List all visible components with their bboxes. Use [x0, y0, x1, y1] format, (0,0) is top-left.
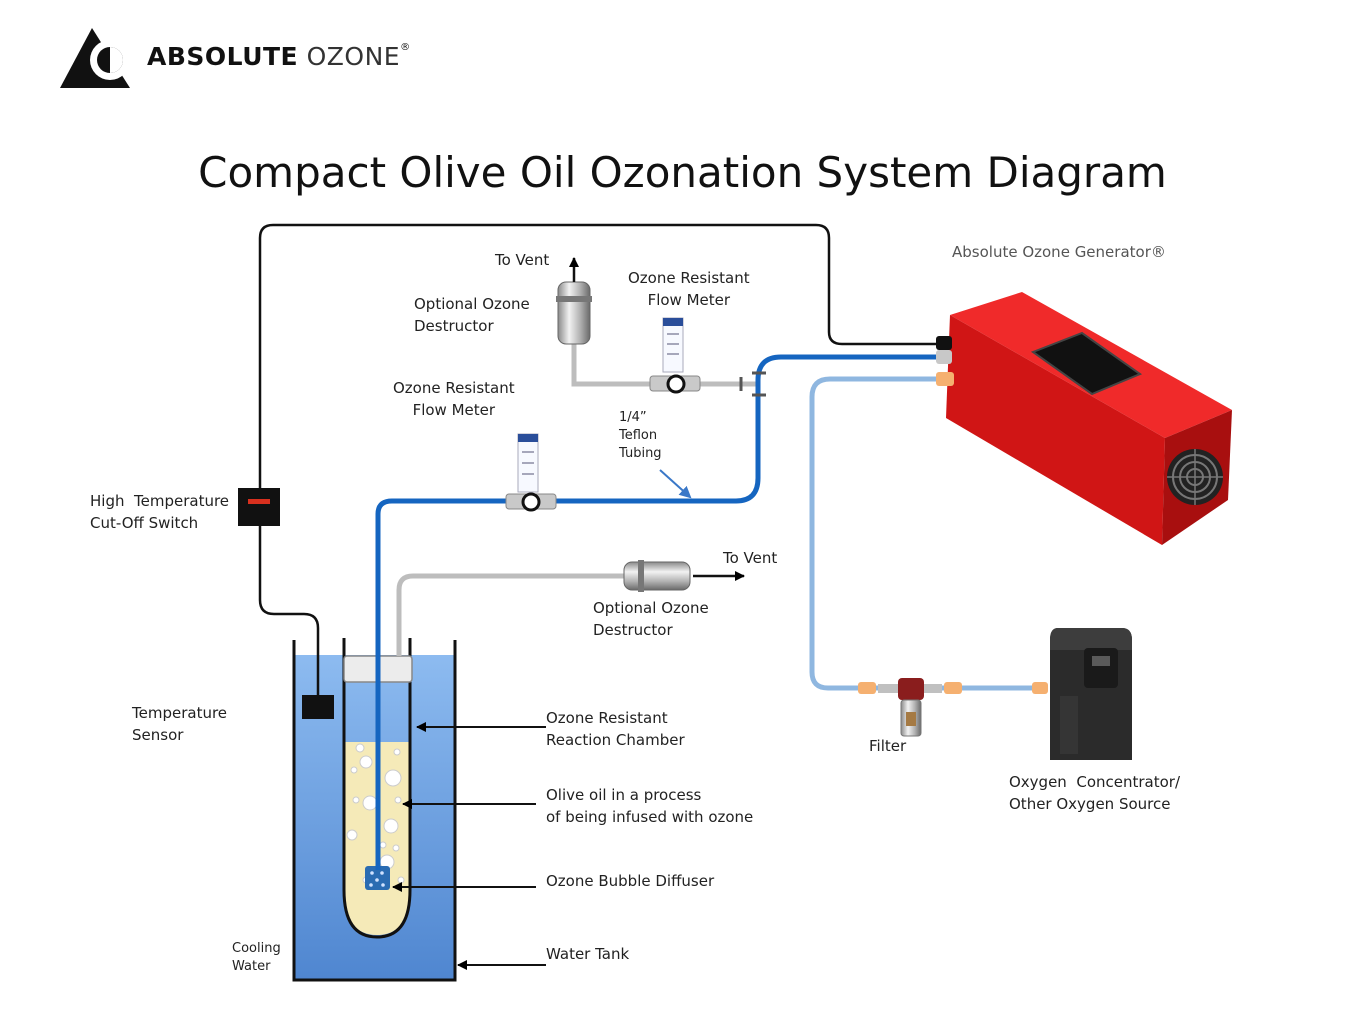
destructor-top-line1: Optional Ozone	[414, 295, 530, 313]
water-tank-label: Water Tank	[546, 945, 630, 963]
bubble-diffuser-icon	[365, 866, 390, 890]
ozone-line	[375, 354, 944, 870]
destructor-bottom-label: Optional Ozone Destructor	[593, 597, 709, 641]
temp-sensor-line1: Temperature	[132, 704, 228, 722]
flow-meter-top-line2: Flow Meter	[647, 291, 731, 309]
destructor-bottom-line1: Optional Ozone	[593, 599, 709, 617]
destructor-icon-lower	[623, 560, 745, 592]
cutoff-switch-line1: High Temperature	[90, 492, 230, 510]
cutoff-switch-label: High Temperature Cut-Off Switch	[90, 490, 229, 534]
tube-connector	[739, 371, 766, 397]
tubing-pointer	[659, 469, 692, 499]
reaction-chamber-label: Ozone Resistant Reaction Chamber	[546, 707, 685, 751]
tubing-label: 1/4” Teflon Tubing	[619, 409, 662, 463]
olive-oil-label: Olive oil in a process of being infused …	[546, 784, 753, 828]
olive-oil-line2: of being infused with ozone	[546, 808, 754, 826]
flow-meter-top-line1: Ozone Resistant	[628, 269, 750, 287]
cooling-water-line2: Water	[232, 959, 271, 974]
oxygen-source-line1: Oxygen Concentrator/	[1009, 773, 1181, 791]
oxygen-source-line2: Other Oxygen Source	[1009, 795, 1171, 813]
cutoff-switch-line2: Cut-Off Switch	[90, 514, 199, 532]
to-vent-top-label: To Vent	[495, 251, 550, 269]
temp-sensor-label: Temperature Sensor	[132, 702, 227, 746]
generator-label: Absolute Ozone Generator®	[952, 243, 1166, 261]
destructor-top-label: Optional Ozone Destructor	[414, 293, 530, 337]
filter-label: Filter	[869, 737, 907, 755]
tubing-line3: Tubing	[619, 446, 662, 461]
flow-meter-icon	[649, 317, 701, 394]
brand-reg: ®	[400, 42, 411, 53]
destructor-bottom-line2: Destructor	[593, 621, 673, 639]
destructor-top-line2: Destructor	[414, 317, 494, 335]
temp-sensor-line2: Sensor	[132, 726, 184, 744]
cooling-water-line1: Cooling	[232, 941, 281, 956]
flow-meter-left-line1: Ozone Resistant	[393, 379, 515, 397]
bubbles	[346, 743, 405, 884]
ozone-generator-icon	[936, 292, 1232, 545]
brand-name: ABSOLUTE OZONE®	[147, 42, 411, 71]
cooling-water-label: Cooling Water	[232, 940, 281, 976]
logo-mark-icon	[60, 28, 130, 88]
sensor-wire	[258, 223, 944, 695]
tubing-line2: Teflon	[619, 428, 658, 443]
cutoff-switch-icon	[238, 488, 280, 526]
destructor-icon	[556, 257, 592, 345]
oxygen-source-label: Oxygen Concentrator/ Other Oxygen Source	[1009, 771, 1180, 815]
to-vent-right-label: To Vent	[723, 549, 778, 567]
annotation-arrows	[392, 722, 546, 970]
flow-meter-icon-lower	[505, 433, 557, 512]
tubing-line1: 1/4”	[619, 410, 647, 425]
brand-bold: ABSOLUTE	[147, 42, 299, 71]
reaction-chamber-line2: Reaction Chamber	[546, 731, 685, 749]
filter-icon	[858, 678, 1048, 737]
temperature-sensor-icon	[302, 695, 334, 719]
vent-line-lower	[396, 573, 630, 656]
oxygen-line	[809, 376, 1040, 691]
reaction-chamber-line1: Ozone Resistant	[546, 709, 668, 727]
page-title: Compact Olive Oil Ozonation System Diagr…	[198, 148, 1167, 197]
flow-meter-left-label: Ozone Resistant Flow Meter	[393, 377, 515, 421]
flow-meter-left-line2: Flow Meter	[412, 401, 496, 419]
oxygen-concentrator-icon	[1050, 628, 1132, 760]
flow-meter-top-label: Ozone Resistant Flow Meter	[628, 267, 750, 311]
brand-light: OZONE	[306, 42, 401, 71]
diffuser-label: Ozone Bubble Diffuser	[546, 872, 715, 890]
olive-oil-line1: Olive oil in a process	[546, 786, 702, 804]
